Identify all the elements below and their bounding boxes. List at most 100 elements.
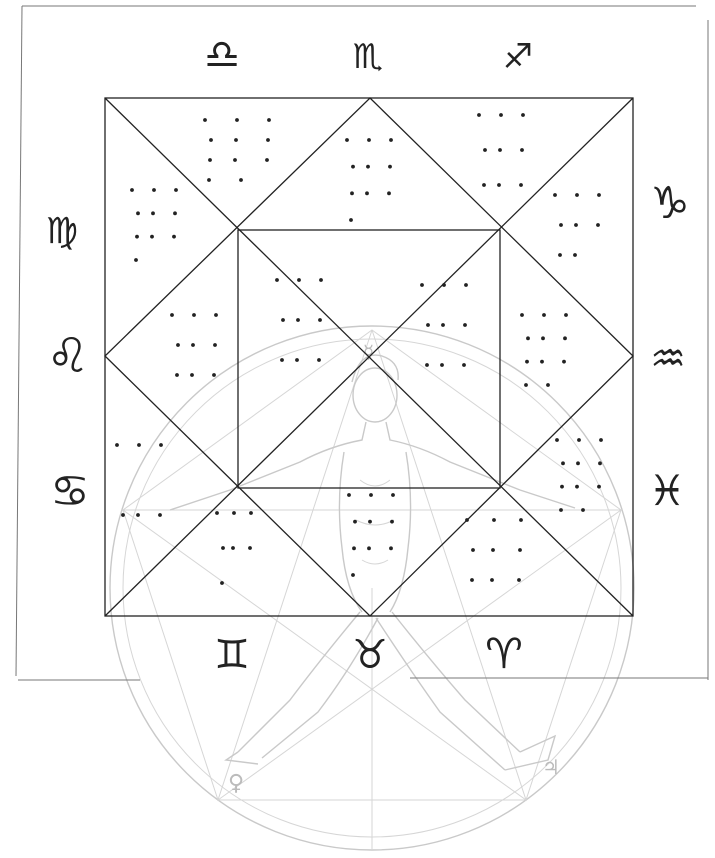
house-dot <box>517 578 521 582</box>
house-dot <box>349 218 353 222</box>
house-dot <box>366 165 370 169</box>
planet-mark-left-foot: ♀ <box>228 771 244 796</box>
house-dot <box>212 373 216 377</box>
vitruvian-figure-watermark: ☿ ♀ ♃ <box>110 326 634 850</box>
house-dot <box>442 283 446 287</box>
house-dot <box>280 358 284 362</box>
horoscope-chart <box>105 98 633 616</box>
house-dot <box>317 358 321 362</box>
house-dot <box>598 461 602 465</box>
house-dot <box>596 223 600 227</box>
house-dot <box>542 313 546 317</box>
figure-torso-detail <box>356 480 394 564</box>
house-dot <box>389 138 393 142</box>
house-dot <box>575 485 579 489</box>
figure-head <box>353 368 397 422</box>
house-dot <box>388 165 392 169</box>
house-dot <box>368 520 372 524</box>
house-dot <box>220 581 224 585</box>
house-dot <box>352 546 356 550</box>
house-dot <box>135 235 139 239</box>
figure-left-torso <box>339 452 362 612</box>
house-dot <box>562 360 566 364</box>
house-dot <box>136 211 140 215</box>
house-dot <box>524 383 528 387</box>
house-dot <box>490 578 494 582</box>
house-dot <box>471 548 475 552</box>
house-dot <box>345 138 349 142</box>
house-dot <box>266 138 270 142</box>
house-dot <box>121 513 125 517</box>
house-dot <box>499 113 503 117</box>
house-dot <box>232 511 236 515</box>
house-dot <box>249 511 253 515</box>
house-dot <box>497 183 501 187</box>
house-dot <box>391 493 395 497</box>
house-dot <box>576 461 580 465</box>
house-dot <box>207 178 211 182</box>
house-dot <box>483 148 487 152</box>
house-dot <box>248 546 252 550</box>
house-dot <box>462 363 466 367</box>
house-dot <box>233 158 237 162</box>
house-dot <box>491 548 495 552</box>
house-dot <box>573 253 577 257</box>
house-dot <box>521 113 525 117</box>
house-dot <box>367 138 371 142</box>
figure-right-torso <box>390 452 411 612</box>
house-dot <box>564 313 568 317</box>
house-dot <box>520 313 524 317</box>
house-dot <box>203 118 207 122</box>
house-dot <box>296 318 300 322</box>
house-dot <box>369 493 373 497</box>
house-dot <box>318 318 322 322</box>
house-dot <box>519 183 523 187</box>
house-dot <box>265 158 269 162</box>
house-dot <box>353 520 357 524</box>
house-dot <box>555 438 559 442</box>
house-dot <box>561 461 565 465</box>
house-dot <box>190 373 194 377</box>
sign-leo: ♌ <box>46 328 89 384</box>
house-dot <box>213 343 217 347</box>
house-dot <box>208 158 212 162</box>
sign-sagittarius: ♐ <box>503 37 533 77</box>
house-dot <box>477 113 481 117</box>
house-dot <box>441 323 445 327</box>
house-dot <box>498 148 502 152</box>
house-dot <box>267 118 271 122</box>
house-dot <box>492 518 496 522</box>
house-dot <box>234 138 238 142</box>
house-dot <box>559 508 563 512</box>
house-dot <box>176 343 180 347</box>
house-dot <box>297 278 301 282</box>
house-dot <box>136 513 140 517</box>
planet-mark-right-foot: ♃ <box>542 755 560 779</box>
house-dot <box>465 518 469 522</box>
house-dot <box>365 191 369 195</box>
house-dot <box>581 508 585 512</box>
house-dot <box>191 343 195 347</box>
house-dot <box>597 193 601 197</box>
house-dot <box>426 323 430 327</box>
house-dot <box>525 360 529 364</box>
page-frame <box>16 6 708 680</box>
house-dot <box>319 278 323 282</box>
house-dot <box>389 546 393 550</box>
house-dot <box>559 223 563 227</box>
sign-aquarius: ♒ <box>650 336 686 382</box>
house-dot <box>553 193 557 197</box>
house-dot <box>520 148 524 152</box>
house-dot <box>130 188 134 192</box>
house-dot <box>541 336 545 340</box>
house-dot <box>540 360 544 364</box>
house-dot <box>295 358 299 362</box>
house-dot <box>215 511 219 515</box>
house-dot <box>275 278 279 282</box>
house-dot <box>574 223 578 227</box>
house-dot <box>175 373 179 377</box>
sign-taurus: ♉ <box>352 632 388 678</box>
house-dot <box>152 188 156 192</box>
house-dot <box>209 138 213 142</box>
